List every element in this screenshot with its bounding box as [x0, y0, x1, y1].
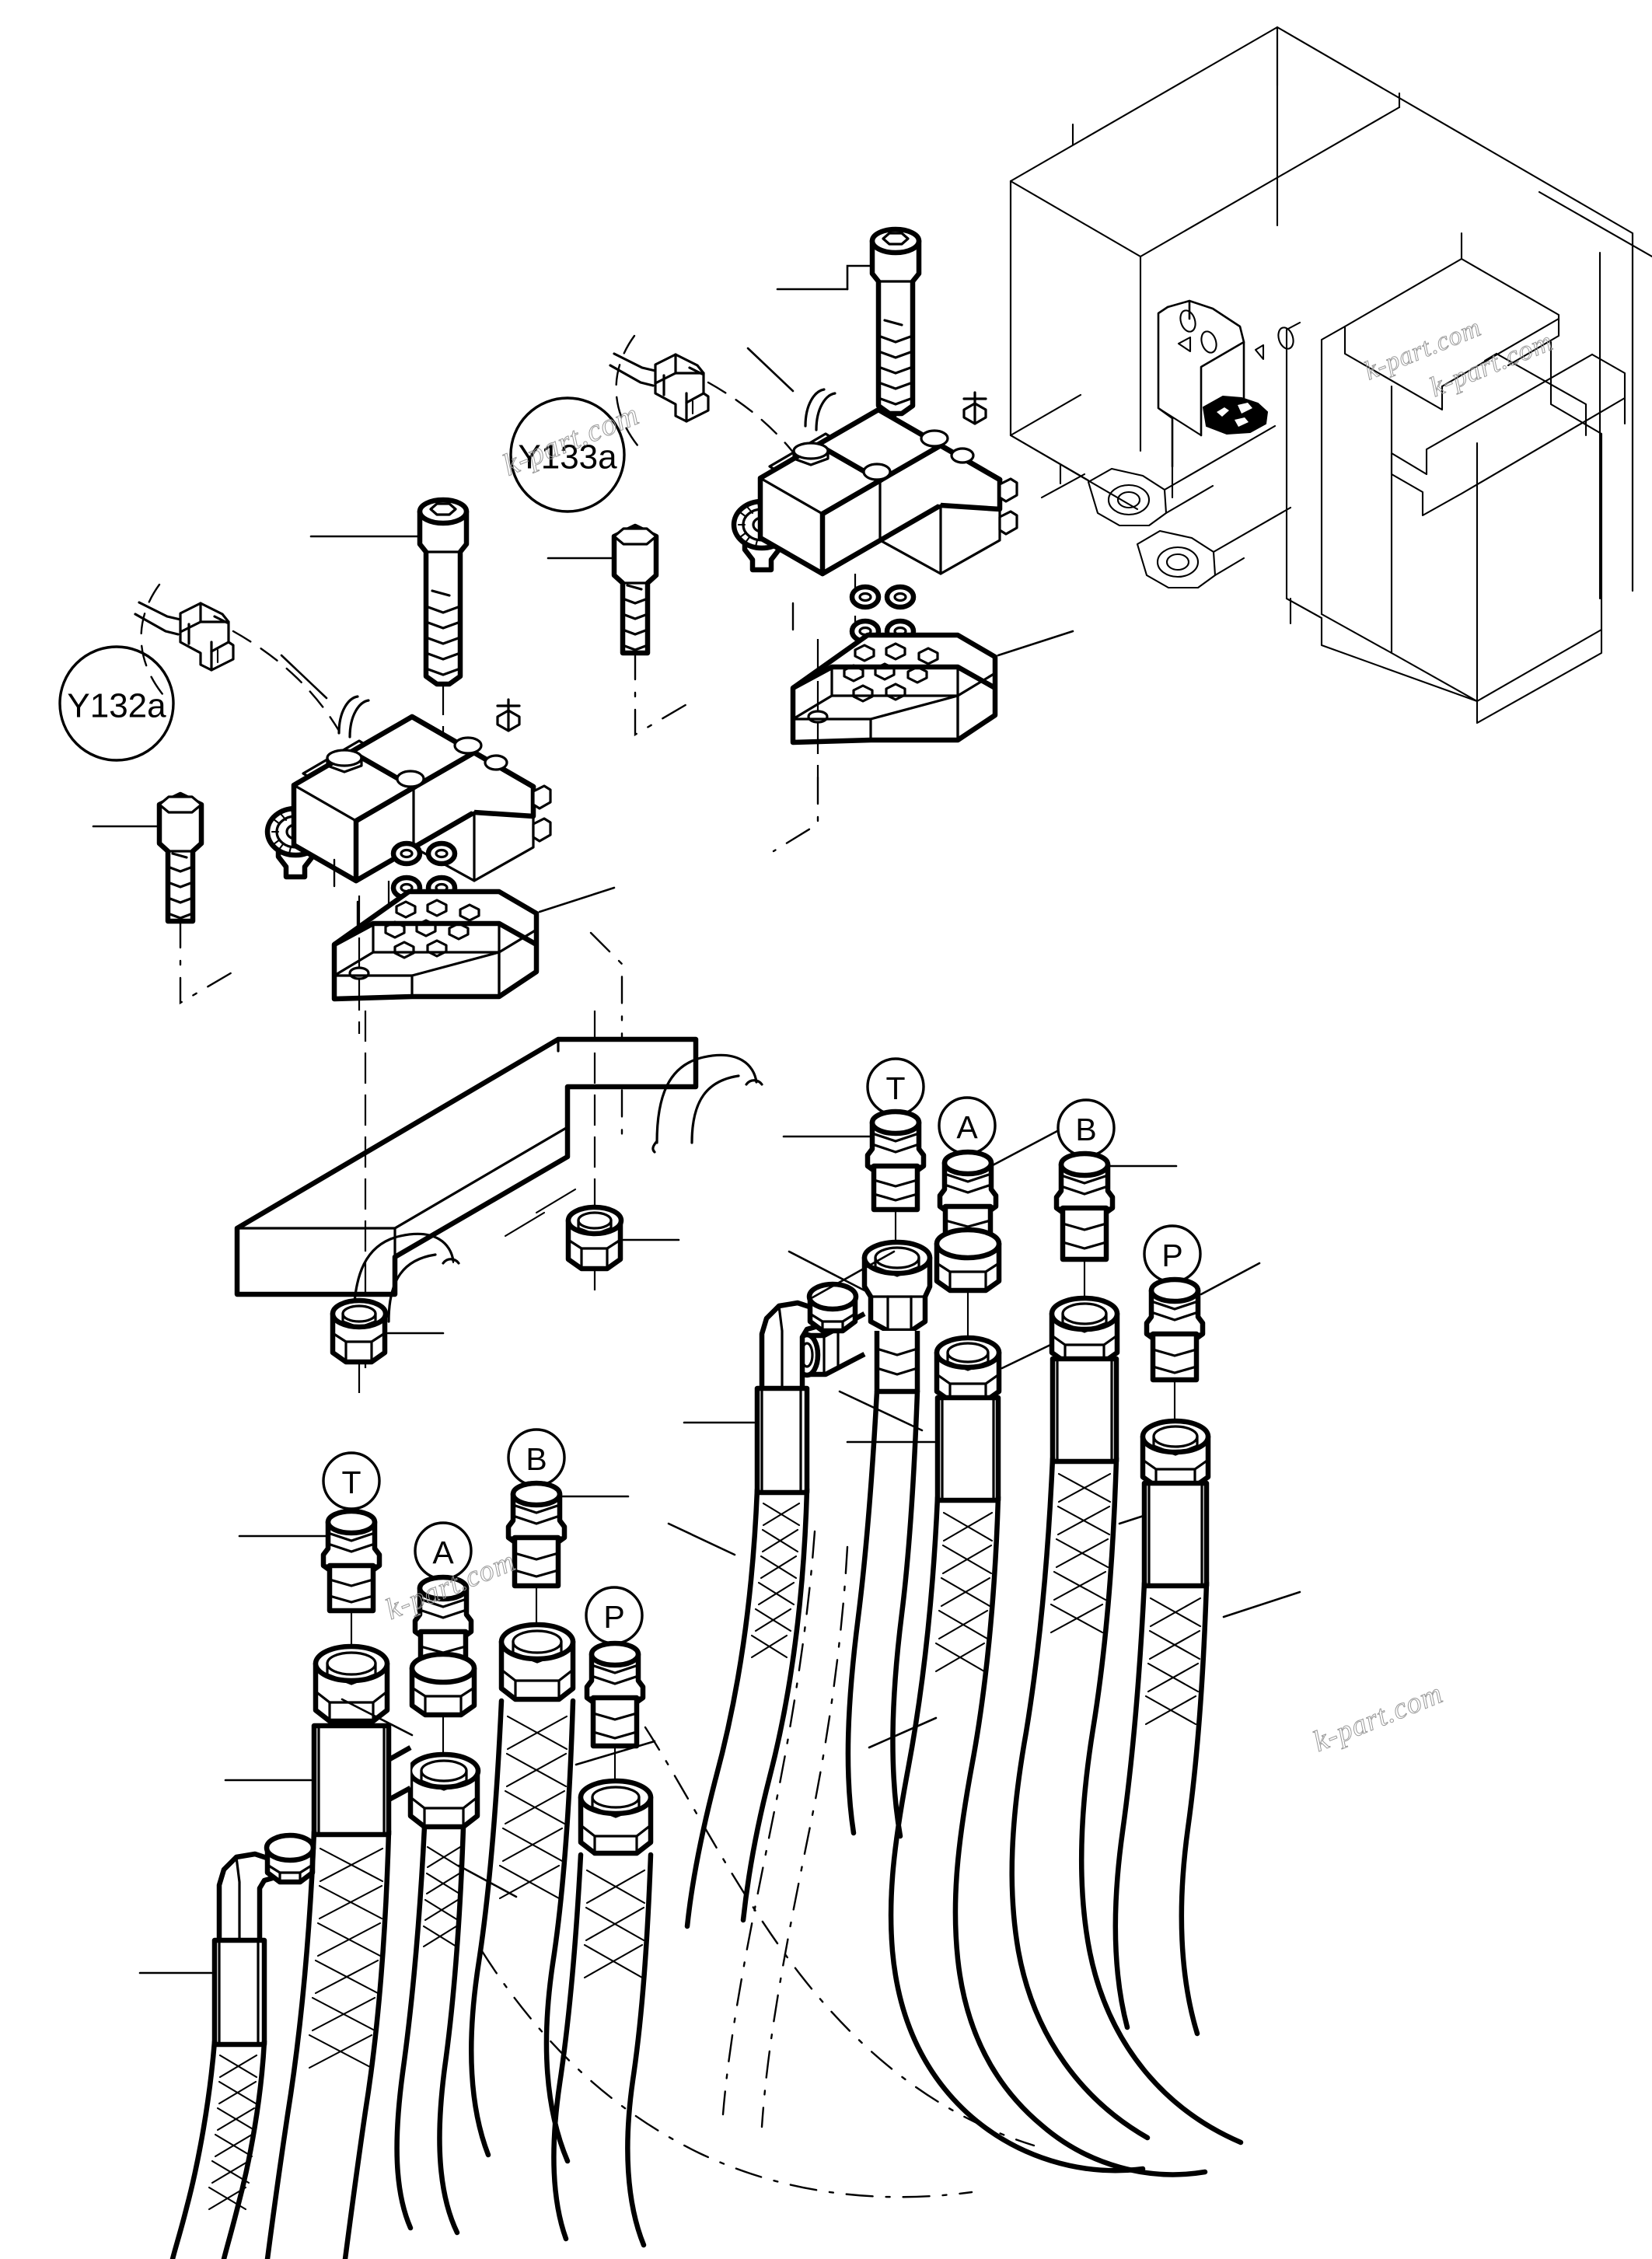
callout-circle-y133a[interactable]	[509, 396, 626, 513]
port-label-B-upper: B	[1075, 1112, 1096, 1147]
manifold-ports-right	[843, 642, 939, 703]
hose-P-upper	[1112, 1480, 1210, 2037]
fitting-P-upper	[1144, 1262, 1261, 1438]
electrical-connector-left	[134, 583, 341, 732]
port-callout-lower-P[interactable]: P	[585, 1586, 644, 1645]
hose-routing-phantom-lines	[480, 1530, 1036, 2198]
solenoid-valve-right	[731, 347, 1018, 622]
hose-B-lower	[468, 1698, 656, 2164]
fitting-P-lower	[584, 1640, 646, 1799]
port-label-A-upper: A	[956, 1109, 978, 1145]
port-callout-upper-P[interactable]: P	[1143, 1224, 1202, 1283]
manifold-block-left	[331, 854, 623, 1144]
hose-end-B-lower	[498, 1622, 576, 1702]
port-label-A-lower: A	[432, 1535, 454, 1570]
fitting-T-lower	[238, 1508, 382, 1665]
machine-chassis-view	[1009, 26, 1652, 724]
o-ring-group-right	[849, 584, 917, 644]
elbow-hose-upper	[683, 1250, 896, 1929]
port-callout-lower-B[interactable]: B	[507, 1428, 566, 1487]
hose-end-P-lower	[578, 1778, 654, 1856]
port-label-P-lower: P	[603, 1599, 624, 1635]
electrical-connector-right	[609, 334, 816, 484]
port-label-T-lower: T	[341, 1465, 361, 1500]
fitting-B-upper	[1053, 1150, 1178, 1315]
socket-head-cap-screw-left	[309, 497, 470, 746]
hose-end-T-lower	[313, 1643, 390, 1724]
port-callout-upper-A[interactable]: A	[938, 1096, 997, 1155]
hose-end-A-upper	[934, 1335, 1068, 1404]
socket-head-cap-screw-right	[776, 226, 922, 474]
hose-A-lower	[394, 1824, 466, 2236]
hex-head-bolt-left	[92, 791, 235, 1005]
hose-braid-texture	[750, 1502, 801, 1659]
fitting-A-upper	[934, 1130, 1059, 1353]
callout-y133a-group[interactable]: Y133a	[509, 396, 626, 513]
port-label-B-lower: B	[526, 1441, 547, 1477]
fitting-T-upper	[782, 1109, 927, 1258]
manifold-block-right	[772, 597, 1074, 853]
lock-nut-right	[565, 1204, 680, 1272]
elbow-hose-lower	[138, 1832, 316, 2259]
hose-P-lower	[551, 1852, 654, 2248]
hose-end-P-upper	[1140, 1418, 1211, 1489]
callout-label-y133a: Y133a	[518, 438, 617, 477]
lock-nut-left	[330, 1297, 445, 1399]
hose-end-B-upper	[1049, 1295, 1120, 1365]
callout-y132a-group[interactable]: Y132a	[58, 645, 175, 762]
fitting-A-lower	[409, 1574, 477, 1772]
hose-A-upper	[846, 1395, 1208, 2177]
callout-label-y132a: Y132a	[67, 687, 166, 725]
port-callout-upper-B[interactable]: B	[1057, 1098, 1116, 1157]
manifold-ports-left	[384, 899, 480, 959]
port-label-P-upper: P	[1161, 1238, 1182, 1273]
valve-location-marker	[1202, 395, 1269, 435]
port-label-T-upper: T	[885, 1070, 905, 1106]
hose-B-upper	[1009, 1356, 1244, 2146]
fitting-B-lower	[505, 1480, 630, 1643]
tee-fitting-upper	[788, 1239, 933, 1395]
port-callout-lower-A[interactable]: A	[414, 1521, 473, 1580]
leader-lines	[457, 1390, 1301, 1898]
hose-T-lower	[224, 1723, 392, 2259]
port-callout-lower-T[interactable]: T	[322, 1451, 381, 1510]
port-callout-upper-T[interactable]: T	[866, 1057, 925, 1116]
callout-circle-y132a[interactable]	[58, 645, 175, 762]
mounting-bracket-plate	[234, 1011, 763, 1368]
hose-T-upper	[845, 1388, 920, 1839]
hex-head-bolt-right	[547, 523, 690, 737]
solenoid-valve-left	[264, 654, 552, 965]
